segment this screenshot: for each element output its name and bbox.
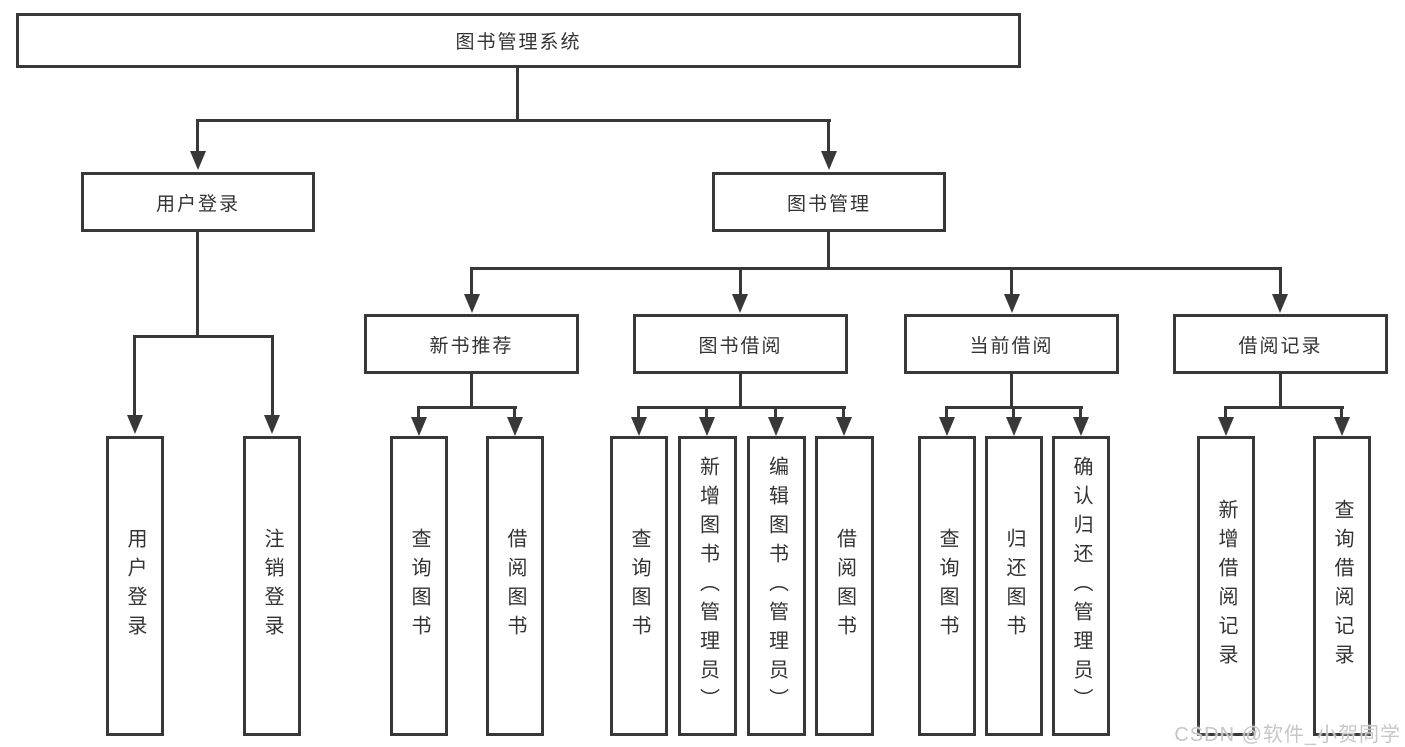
connector-line bbox=[1010, 267, 1013, 296]
connector-line bbox=[196, 119, 831, 122]
leaf-label: 新增借阅记录 bbox=[1215, 499, 1237, 673]
arrow-down-icon bbox=[1073, 417, 1089, 436]
leaf-add-books-admin: 新增图书（管理员） bbox=[678, 436, 737, 736]
leaf-borrow-books-recommend: 借阅图书 bbox=[486, 436, 544, 736]
arrow-down-icon bbox=[732, 294, 748, 313]
leaf-query-books-current: 查询图书 bbox=[918, 436, 976, 736]
arrow-down-icon bbox=[821, 151, 837, 170]
connector-line bbox=[637, 406, 640, 419]
connector-line bbox=[133, 335, 136, 417]
arrow-down-icon bbox=[411, 417, 427, 436]
connector-line bbox=[417, 406, 420, 419]
arrow-down-icon bbox=[1006, 417, 1022, 436]
connector-line bbox=[842, 406, 845, 419]
leaf-label: 编辑图书（管理员） bbox=[765, 455, 788, 717]
leaf-label: 用户登录 bbox=[124, 528, 146, 644]
node-label: 新书推荐 bbox=[429, 335, 514, 357]
node-label: 当前借阅 bbox=[969, 335, 1054, 357]
leaf-query-books-borrowing: 查询图书 bbox=[610, 436, 668, 736]
watermark: CSDN @软件_小贺同学 bbox=[1174, 724, 1401, 746]
leaf-label: 新增图书（管理员） bbox=[696, 455, 719, 717]
connector-line bbox=[516, 67, 519, 121]
node-label: 图书管理 bbox=[786, 193, 871, 215]
leaf-label: 查询图书 bbox=[628, 528, 650, 644]
connector-line bbox=[1010, 373, 1013, 409]
arrow-down-icon bbox=[507, 417, 523, 436]
connector-line bbox=[1340, 406, 1343, 419]
leaf-logout: 注销登录 bbox=[243, 436, 301, 736]
arrow-down-icon bbox=[631, 417, 647, 436]
connector-line bbox=[417, 406, 517, 409]
arrow-down-icon bbox=[1334, 417, 1350, 436]
leaf-label: 注销登录 bbox=[261, 528, 283, 644]
arrow-down-icon bbox=[127, 415, 143, 434]
arrow-down-icon bbox=[768, 417, 784, 436]
leaf-edit-books-admin: 编辑图书（管理员） bbox=[747, 436, 806, 736]
connector-line bbox=[774, 406, 777, 419]
connector-line bbox=[196, 231, 199, 338]
connector-line bbox=[133, 335, 274, 338]
arrow-down-icon bbox=[699, 417, 715, 436]
connector-line bbox=[271, 335, 274, 417]
arrow-down-icon bbox=[939, 417, 955, 436]
leaf-borrow-books: 借阅图书 bbox=[815, 436, 874, 736]
leaf-label: 查询借阅记录 bbox=[1331, 499, 1353, 673]
arrow-down-icon bbox=[1218, 417, 1234, 436]
node-user-login: 用户登录 bbox=[81, 172, 315, 232]
connector-line bbox=[1224, 406, 1344, 409]
arrow-down-icon bbox=[464, 294, 480, 313]
leaf-query-books-recommend: 查询图书 bbox=[390, 436, 448, 736]
node-current-borrowing: 当前借阅 bbox=[904, 314, 1119, 374]
node-label: 图书管理系统 bbox=[455, 32, 582, 53]
arrow-down-icon bbox=[1272, 294, 1288, 313]
connector-line bbox=[1279, 267, 1282, 296]
leaf-query-borrow-record: 查询借阅记录 bbox=[1313, 436, 1371, 736]
connector-line bbox=[827, 119, 830, 153]
connector-line bbox=[945, 406, 948, 419]
leaf-label: 查询图书 bbox=[936, 528, 958, 644]
node-book-management: 图书管理 bbox=[712, 172, 946, 232]
leaf-label: 归还图书 bbox=[1003, 528, 1025, 644]
connector-line bbox=[637, 406, 846, 409]
connector-line bbox=[705, 406, 708, 419]
arrow-down-icon bbox=[1004, 294, 1020, 313]
connector-line bbox=[470, 267, 1282, 270]
leaf-label: 查询图书 bbox=[408, 528, 430, 644]
leaf-label: 借阅图书 bbox=[833, 528, 856, 644]
leaf-confirm-return-admin: 确认归还（管理员） bbox=[1052, 436, 1110, 736]
leaf-return-books: 归还图书 bbox=[985, 436, 1043, 736]
connector-line bbox=[470, 267, 473, 296]
arrow-down-icon bbox=[190, 151, 206, 170]
arrow-down-icon bbox=[264, 415, 280, 434]
node-label: 用户登录 bbox=[155, 193, 240, 215]
arrow-down-icon bbox=[836, 417, 852, 436]
connector-line bbox=[1079, 406, 1082, 419]
connector-line bbox=[470, 373, 473, 409]
leaf-label: 确认归还（管理员） bbox=[1070, 455, 1092, 717]
node-new-book-recommend: 新书推荐 bbox=[364, 314, 579, 374]
leaf-label: 借阅图书 bbox=[504, 528, 526, 644]
node-book-borrowing: 图书借阅 bbox=[633, 314, 848, 374]
connector-line bbox=[513, 406, 516, 419]
connector-line bbox=[196, 119, 199, 153]
leaf-add-borrow-record: 新增借阅记录 bbox=[1197, 436, 1255, 736]
connector-line bbox=[1012, 406, 1015, 419]
leaf-user-login: 用户登录 bbox=[106, 436, 164, 736]
connector-line bbox=[1224, 406, 1227, 419]
node-library-system: 图书管理系统 bbox=[16, 13, 1021, 68]
node-label: 图书借阅 bbox=[698, 335, 783, 357]
connector-line bbox=[1279, 373, 1282, 409]
node-borrow-records: 借阅记录 bbox=[1173, 314, 1388, 374]
connector-line bbox=[739, 373, 742, 409]
node-label: 借阅记录 bbox=[1238, 335, 1323, 357]
connector-line bbox=[739, 267, 742, 296]
connector-line bbox=[827, 231, 830, 270]
